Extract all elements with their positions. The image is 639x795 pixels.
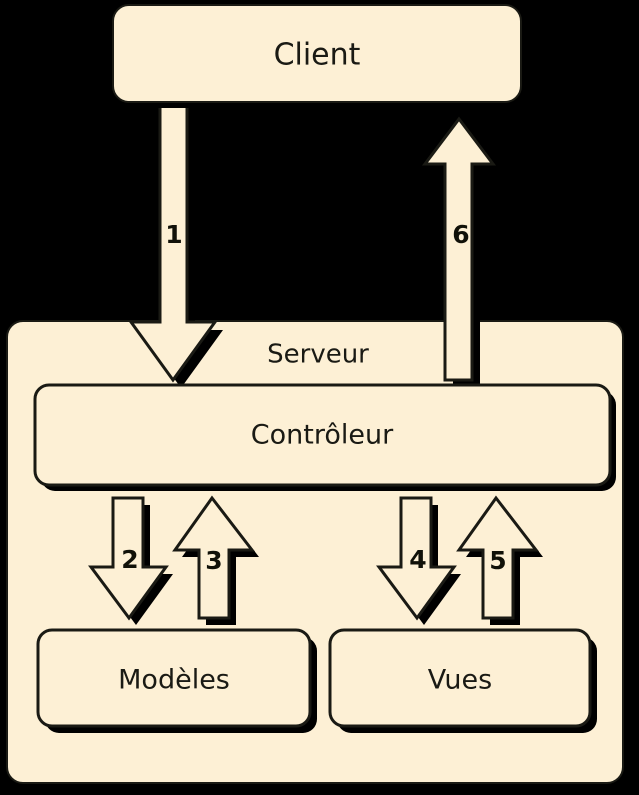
arrow-2-body: [88, 496, 169, 621]
modeles-box[interactable]: Modèles: [36, 628, 317, 733]
arrow-6-label: 6: [452, 220, 469, 249]
vues-box[interactable]: Vues: [328, 628, 597, 733]
client-box[interactable]: Client: [112, 4, 527, 108]
vues-box-body: [328, 628, 592, 728]
arrow-5-body: [456, 495, 540, 620]
arrow-6[interactable]: 6: [421, 116, 501, 388]
serveur-box-label: Serveur: [267, 340, 369, 370]
arrow-1-label: 1: [165, 220, 182, 249]
controleur-box-body: [33, 383, 612, 487]
client-box-label: Client: [274, 38, 361, 73]
arrow-2-label: 2: [121, 545, 138, 574]
arrow-4[interactable]: 4: [376, 496, 461, 625]
modeles-box-body: [36, 628, 312, 728]
arrow-3-body: [172, 495, 256, 620]
controleur-box[interactable]: Contrôleur: [33, 383, 616, 491]
vues-box-label: Vues: [428, 665, 492, 696]
arrow-5[interactable]: 5: [456, 495, 543, 625]
arrow-3[interactable]: 3: [172, 495, 259, 625]
arrow-4-body: [376, 496, 457, 621]
client-box-body: [112, 4, 522, 103]
arrow-6-body: [421, 116, 497, 382]
arrow-1-body: [128, 103, 218, 383]
arrow-4-label: 4: [409, 545, 426, 574]
arrow-3-label: 3: [205, 546, 222, 575]
arrow-2[interactable]: 2: [88, 496, 173, 625]
arrow-5-label: 5: [489, 546, 506, 575]
controleur-box-label: Contrôleur: [251, 420, 394, 451]
arrow-1[interactable]: 1: [128, 103, 223, 388]
modeles-box-label: Modèles: [118, 665, 230, 696]
